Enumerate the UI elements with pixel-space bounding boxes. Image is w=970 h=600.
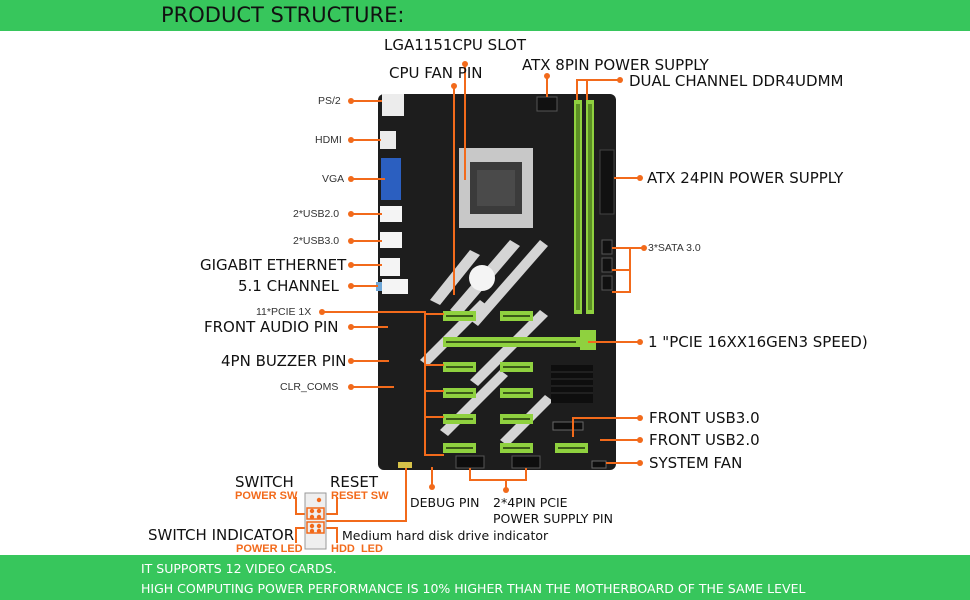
label-ethernet: GIGABIT ETHERNET <box>200 256 347 274</box>
label-cpu-fan: CPU FAN PIN <box>389 64 483 82</box>
label-vga: VGA <box>322 173 345 185</box>
label-power-sw: POWER SW <box>235 490 298 502</box>
page-title: PRODUCT STRUCTURE: <box>161 3 405 27</box>
label-usb2: 2*USB2.0 <box>293 208 340 220</box>
front-panel-header <box>304 492 327 550</box>
label-atx8: ATX 8PIN POWER SUPPLY <box>522 56 709 74</box>
callout-dots <box>319 61 647 493</box>
callout-lines <box>295 64 644 543</box>
label-debug: DEBUG PIN <box>410 495 480 510</box>
label-hdd-desc: Medium hard disk drive indicator <box>342 528 549 543</box>
label-sys-fan: SYSTEM FAN <box>649 454 743 472</box>
label-front-usb3: FRONT USB3.0 <box>649 409 760 427</box>
label-front-usb2: FRONT USB2.0 <box>649 431 760 449</box>
label-switch-indicator: SWITCH INDICATOR <box>148 526 295 544</box>
label-ddr4: DUAL CHANNEL DDR4UDMM <box>629 72 844 90</box>
label-pcie1x: 11*PCIE 1X <box>256 306 312 318</box>
footer-line-1: IT SUPPORTS 12 VIDEO CARDS. <box>141 561 337 576</box>
label-audio51: 5.1 CHANNEL <box>238 277 339 295</box>
motherboard <box>376 94 616 470</box>
label-atx24: ATX 24PIN POWER SUPPLY <box>647 169 844 187</box>
cmos-battery <box>469 265 495 291</box>
label-front-audio: FRONT AUDIO PIN <box>204 318 339 336</box>
hdmi-port <box>380 131 396 149</box>
audio-port <box>382 279 408 294</box>
chipset-heatsink <box>551 365 593 403</box>
label-reset: RESET <box>330 473 379 491</box>
atx8-connector <box>536 96 558 112</box>
usb3-port <box>380 232 402 248</box>
atx24-connector <box>599 149 615 215</box>
label-power-led: POWER LED <box>236 543 303 555</box>
footer-line-2: HIGH COMPUTING POWER PERFORMANCE IS 10% … <box>141 581 806 596</box>
vga-port <box>381 158 401 200</box>
label-pcie16: 1 "PCIE 16XX16GEN3 SPEED) <box>648 333 868 351</box>
label-cpu-slot: LGA1151CPU SLOT <box>384 36 526 54</box>
label-switch: SWITCH <box>235 473 294 491</box>
label-pcie-power-2: POWER SUPPLY PIN <box>493 511 613 526</box>
label-reset-sw: RESET SW <box>331 490 389 502</box>
footer-banner: IT SUPPORTS 12 VIDEO CARDS. HIGH COMPUTI… <box>0 555 970 600</box>
ps2-port <box>382 94 404 116</box>
label-sata: 3*SATA 3.0 <box>648 242 701 254</box>
ethernet-port <box>380 258 400 276</box>
label-pcie-power-1: 2*4PIN PCIE <box>493 495 568 510</box>
label-usb3: 2*USB3.0 <box>293 235 340 247</box>
label-hdd-led: HDD LED <box>331 543 383 555</box>
label-hdmi: HDMI <box>315 134 342 146</box>
label-ps2: PS/2 <box>318 95 341 107</box>
label-clr: CLR_COMS <box>280 381 339 393</box>
header-banner: PRODUCT STRUCTURE: <box>0 0 970 31</box>
label-buzzer: 4PN BUZZER PIN <box>221 352 347 370</box>
usb2-port <box>380 206 402 222</box>
